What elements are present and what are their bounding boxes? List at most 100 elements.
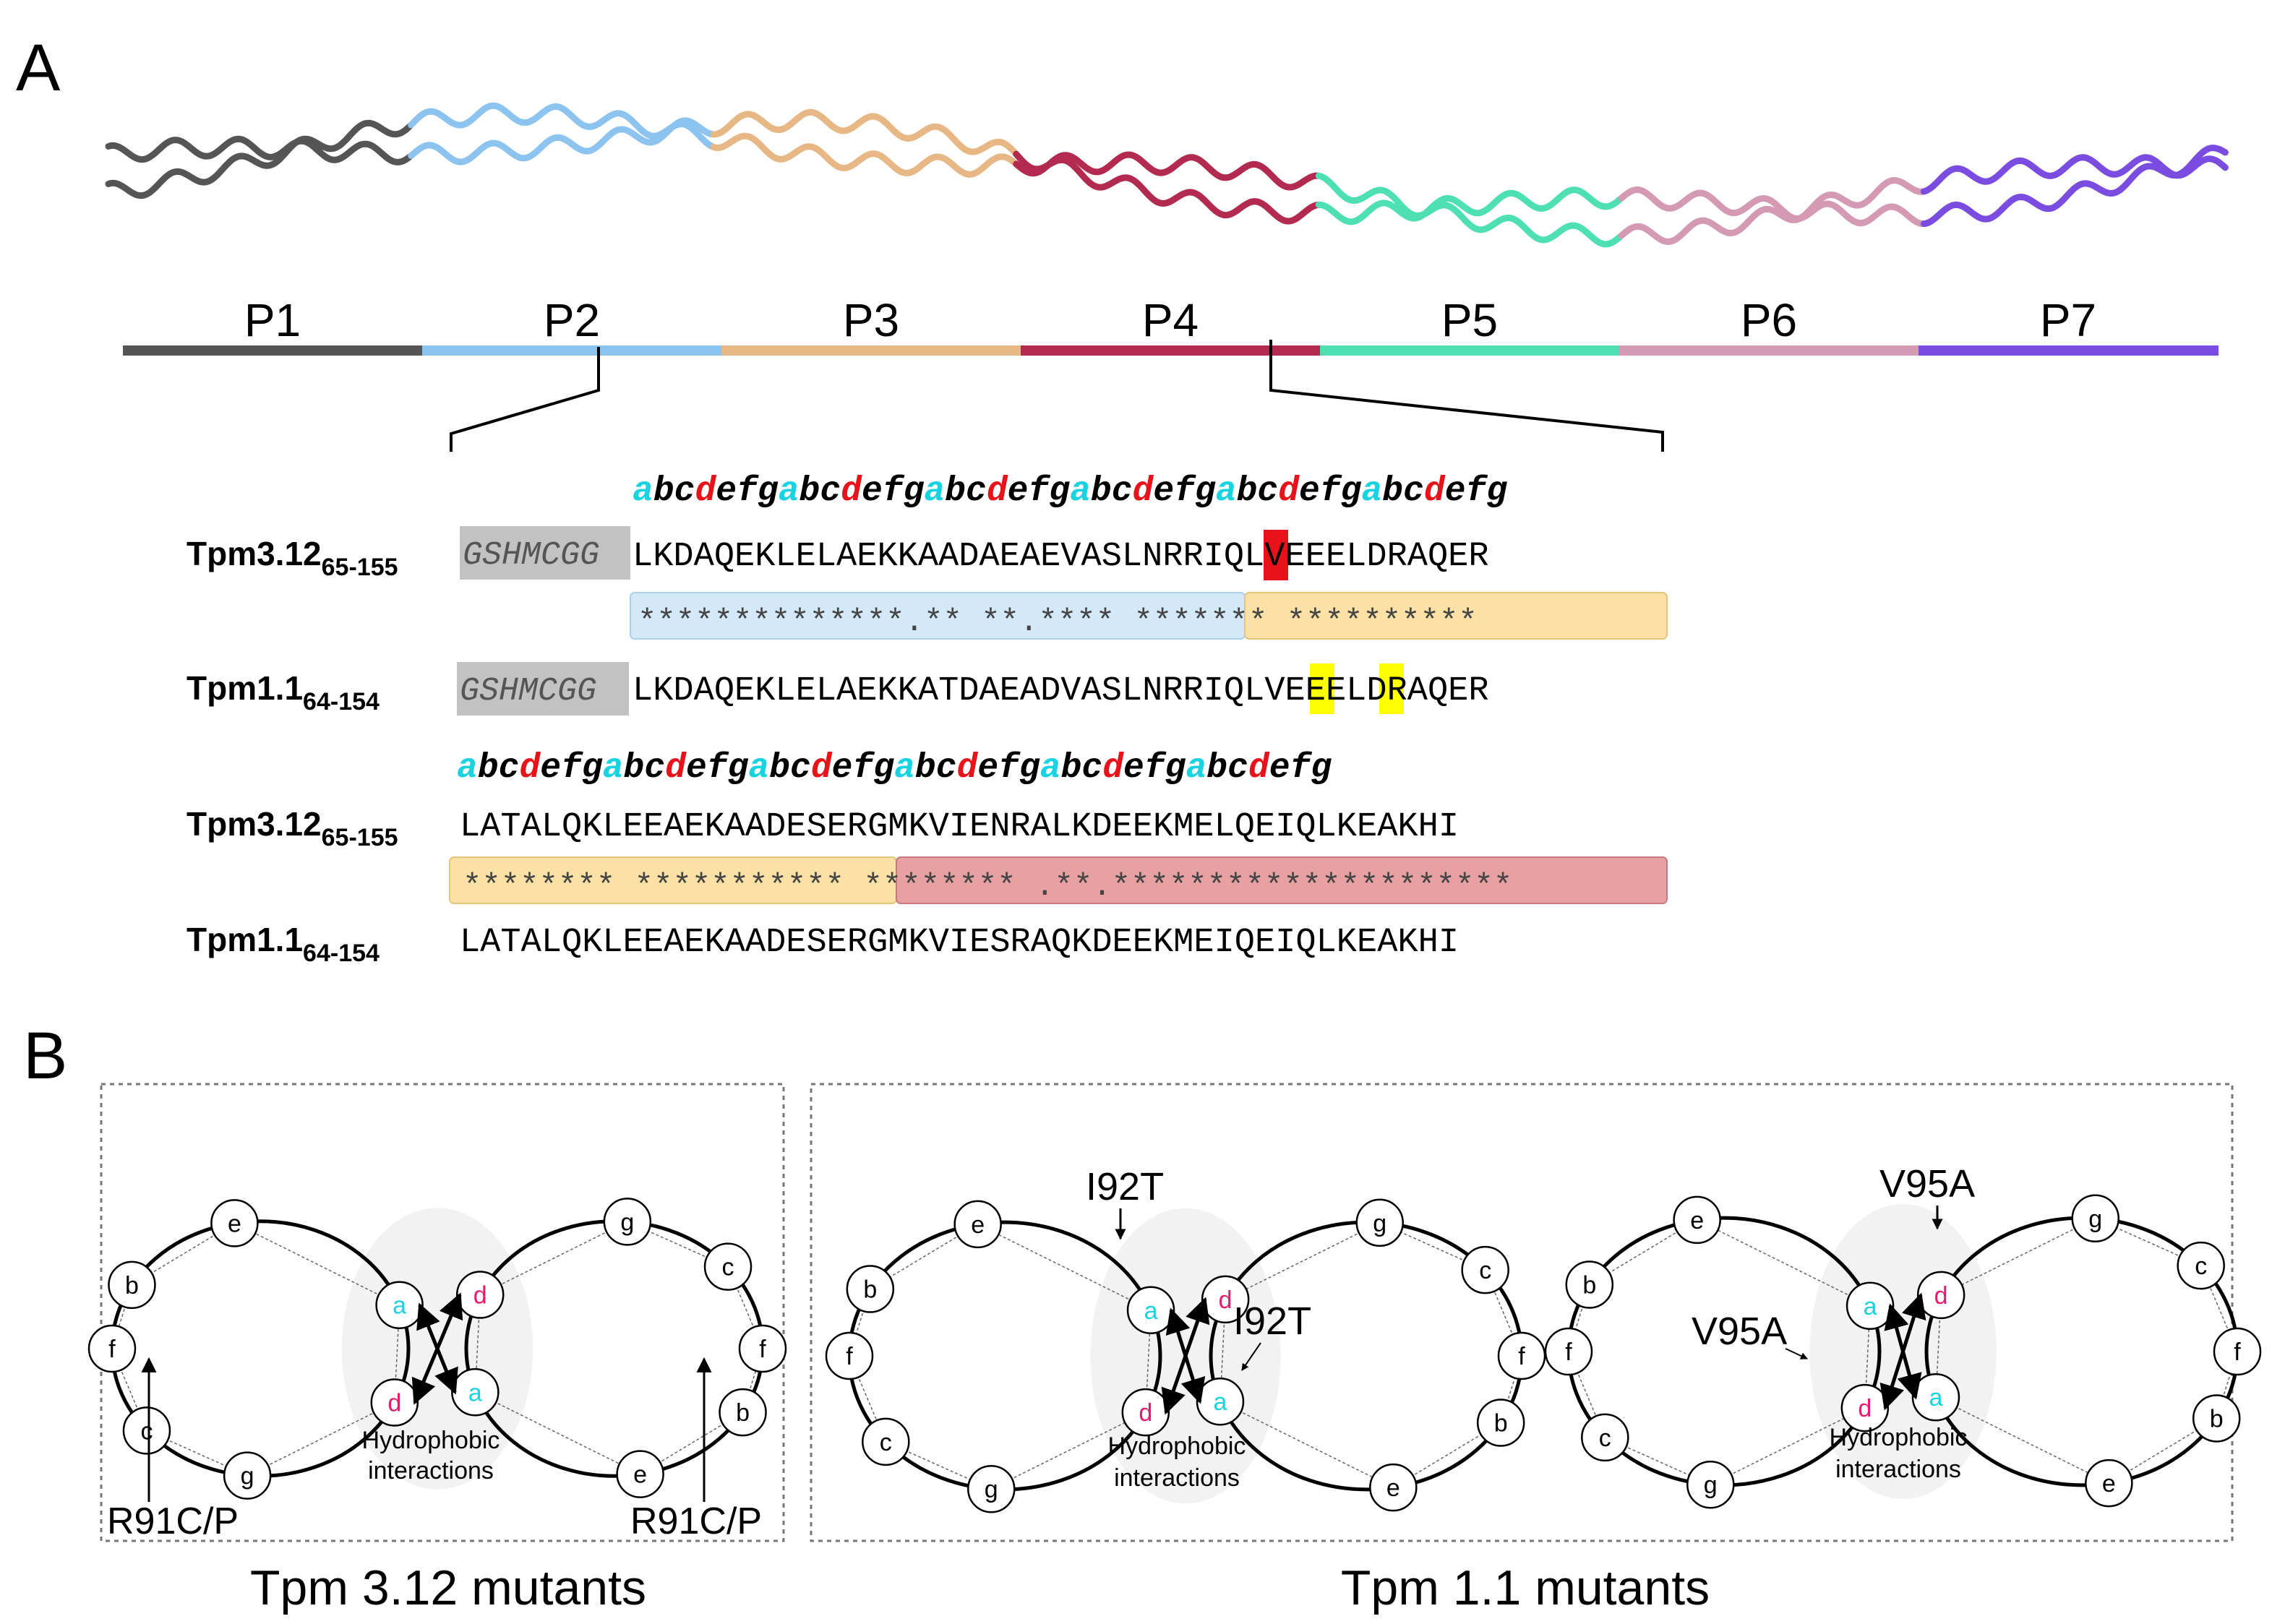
helix-strand [105, 119, 413, 199]
heptad-letter: g [1311, 749, 1332, 788]
wheel-connector [1940, 1218, 2096, 1296]
heptad-letter: a [1186, 749, 1206, 788]
residue-letter-b: b [1582, 1272, 1596, 1299]
wheel-connector [977, 1224, 1152, 1311]
residue-letter-d: d [1858, 1395, 1872, 1422]
left-title: Tpm 3.12 mutants [250, 1560, 646, 1615]
heptad-letter: e [1269, 749, 1290, 788]
wheel-connector [1225, 1222, 1381, 1300]
segment-label: P4 [1142, 294, 1199, 346]
svg-text:interactions: interactions [368, 1457, 494, 1485]
heptad-letter: c [644, 749, 665, 788]
row3-seq: LATALQKLEEAEKAADESERGMKVIENRALKDEEKMELQE… [460, 808, 1459, 846]
residue-letter-f: f [2234, 1339, 2241, 1366]
heptad-letter: b [1206, 749, 1227, 788]
residue-letter-d: d [1934, 1282, 1948, 1310]
residue-circle-c [2177, 1241, 2225, 1290]
heptad-letter: a [1070, 472, 1091, 511]
heptad-letter: f [1174, 472, 1196, 511]
heptad-letter: a [633, 472, 653, 511]
residue-circle-g [1686, 1460, 1735, 1509]
residue-circle-c [122, 1406, 171, 1455]
residue-letter-e: e [1690, 1207, 1704, 1234]
segment-label: P1 [244, 294, 301, 346]
residue-letter-b: b [125, 1272, 139, 1299]
heptad-letter: g [1486, 472, 1507, 511]
wheel-connector [1710, 1407, 1866, 1485]
coiled-coil-structure [105, 102, 2229, 248]
heptad-letter: f [852, 749, 875, 788]
residue-circle-f [87, 1324, 137, 1373]
interaction-arrow [411, 1292, 463, 1405]
residue-letter-e: e [633, 1461, 647, 1489]
residue-letter-b: b [863, 1276, 877, 1304]
heptad-letter: d [1248, 749, 1270, 788]
helix-strand [1618, 176, 1926, 245]
heptad-letter: b [653, 472, 674, 511]
heptad-letter: d [1278, 472, 1300, 511]
heptad-letter: b [1061, 749, 1082, 788]
row1-seq: LKDAQEKLELAEKKAADAEAEVASLNRRIQLVEEELDRAQ… [633, 538, 1489, 576]
segment-P1 [123, 345, 423, 356]
residue-letter-g: g [985, 1476, 998, 1503]
heptad-letter: e [862, 472, 883, 511]
heptad-letter: d [665, 749, 687, 788]
mutation-label-i92t-1: I92T [1086, 1165, 1164, 1208]
residue-circle-b [719, 1388, 767, 1437]
mutation-label-v95a-2: V95A [1692, 1310, 1787, 1353]
heptad-letter: e [1123, 749, 1144, 788]
residue-circle-e [616, 1450, 664, 1498]
heptad-letter: a [924, 472, 945, 511]
residue-circle-b [1565, 1260, 1614, 1309]
band-pink-2 [896, 856, 1668, 904]
residue-letter-g: g [1704, 1472, 1718, 1499]
mutation-highlight-I [1310, 663, 1334, 714]
residue-circle-c [1461, 1245, 1509, 1294]
heptad-letter: d [1133, 472, 1154, 511]
heptad-letter: g [1195, 472, 1216, 511]
residue-circle-e [1369, 1463, 1418, 1512]
left-box [100, 1083, 785, 1542]
mutation-label-left: R91C/P [107, 1500, 239, 1542]
heptad-letter: b [945, 472, 966, 511]
residue-letter-e: e [1386, 1474, 1400, 1502]
residue-circle-g [967, 1464, 1016, 1513]
heptad-letter: d [841, 472, 862, 511]
residue-circle-f [1497, 1331, 1546, 1380]
helix-strand [408, 102, 716, 150]
heptad-letter: f [883, 472, 905, 511]
row2-seq: LKDAQEKLELAEKKATDAEADVASLNRRIQLVEEELDRAQ… [633, 672, 1489, 710]
residue-letter-c: c [1479, 1257, 1491, 1284]
svg-text:Hydrophobic: Hydrophobic [1108, 1432, 1246, 1460]
heptad-letter: c [499, 749, 520, 788]
residue-letter-d: d [1139, 1399, 1152, 1427]
heptad-letter: c [1081, 749, 1102, 788]
wheel-connector [1219, 1401, 1394, 1488]
hydrophobic-captions: Hydrophobic interactions Hydrophobic int… [362, 1424, 1968, 1492]
svg-text:interactions: interactions [1835, 1456, 1961, 1483]
heptad-letter: e [1445, 472, 1466, 511]
mutation-annotations: R91C/P R91C/P I92T I92T V95A V95A [107, 1162, 1975, 1542]
heptad-letter: f [561, 749, 583, 788]
residue-letter-c: c [880, 1429, 892, 1456]
wheel-connector [1935, 1396, 2109, 1484]
heptad-letter: d [695, 472, 716, 511]
residue-letter-e: e [228, 1210, 241, 1237]
residue-circle-g [603, 1198, 652, 1246]
wheel-connector [234, 1222, 400, 1306]
heptad-letter: f [998, 749, 1021, 788]
heptad-letter: e [1008, 472, 1029, 511]
svg-text:interactions: interactions [1114, 1464, 1240, 1492]
residue-letter-b: b [1494, 1409, 1508, 1437]
residue-circle-f [825, 1331, 874, 1380]
heptad-letter: a [748, 749, 769, 788]
residue-circle-f [1544, 1327, 1593, 1376]
conservation-2: ******** *********** ******** .**.******… [463, 869, 1512, 905]
heptad-letter: g [1019, 749, 1040, 788]
heptad-letter: f [1290, 749, 1313, 788]
helix-strand [710, 132, 1019, 178]
segment-label: P2 [544, 294, 600, 346]
heptad-letter: g [728, 749, 749, 788]
residue-circle-c [703, 1242, 753, 1291]
